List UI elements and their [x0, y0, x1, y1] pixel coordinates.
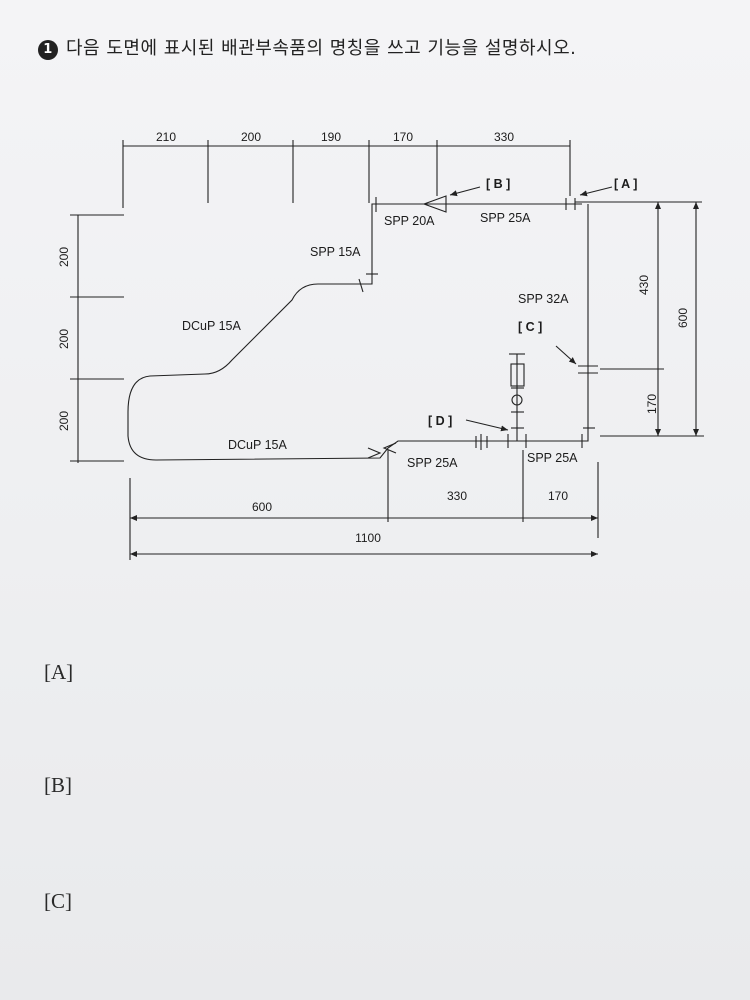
- label-spp25a-top: SPP 25A: [480, 211, 531, 225]
- label-spp32a: SPP 32A: [518, 292, 569, 306]
- question-body: 다음 도면에 표시된 배관부속품의 명칭을 쓰고 기능을 설명하시오.: [66, 38, 577, 59]
- marker-d: [ D ]: [428, 414, 452, 428]
- top-dim-2: 200: [241, 130, 261, 144]
- label-spp25a-bottom-left: SPP 25A: [407, 456, 458, 470]
- bottom-dim-2: 330: [447, 489, 467, 503]
- left-dim-2: 200: [57, 329, 71, 349]
- top-dim-4: 170: [393, 130, 413, 144]
- label-spp20a: SPP 20A: [384, 214, 435, 228]
- right-dim-430: 430: [637, 275, 651, 295]
- marker-b: [ B ]: [486, 177, 510, 191]
- answer-label-a: [A]: [44, 660, 74, 684]
- right-dim-170: 170: [645, 394, 659, 414]
- gauge-circle-icon: [511, 394, 523, 406]
- label-spp15a: SPP 15A: [310, 245, 361, 259]
- answer-label-c: [C]: [44, 889, 72, 913]
- piping-drawing: 210 200 190 170 330 200 200 200 430 170 …: [57, 130, 704, 560]
- marker-c: [ C ]: [518, 320, 542, 334]
- question-text: 1 다음 도면에 표시된 배관부속품의 명칭을 쓰고 기능을 설명하시오.: [38, 34, 576, 60]
- total-dim: 1100: [355, 531, 381, 545]
- bottom-dim-1: 600: [252, 500, 272, 514]
- right-dim-600: 600: [676, 308, 690, 328]
- left-dim-3: 200: [57, 411, 71, 431]
- bottom-dim-3: 170: [548, 489, 568, 503]
- marker-a: [ A ]: [614, 177, 637, 191]
- top-dim-5: 330: [494, 130, 514, 144]
- check-valve-b: [422, 195, 447, 213]
- label-spp25a-bottom-right: SPP 25A: [527, 451, 578, 465]
- left-dim-1: 200: [57, 247, 71, 267]
- label-dcup15a-upper: DCuP 15A: [182, 319, 241, 333]
- label-dcup15a-lower: DCuP 15A: [228, 438, 287, 452]
- top-dim-3: 190: [321, 130, 341, 144]
- question-number: 1: [38, 40, 58, 60]
- union-valve: [367, 442, 397, 459]
- pipe-route: [127, 203, 589, 461]
- top-dim-1: 210: [156, 130, 176, 144]
- answer-label-b: [B]: [44, 773, 72, 797]
